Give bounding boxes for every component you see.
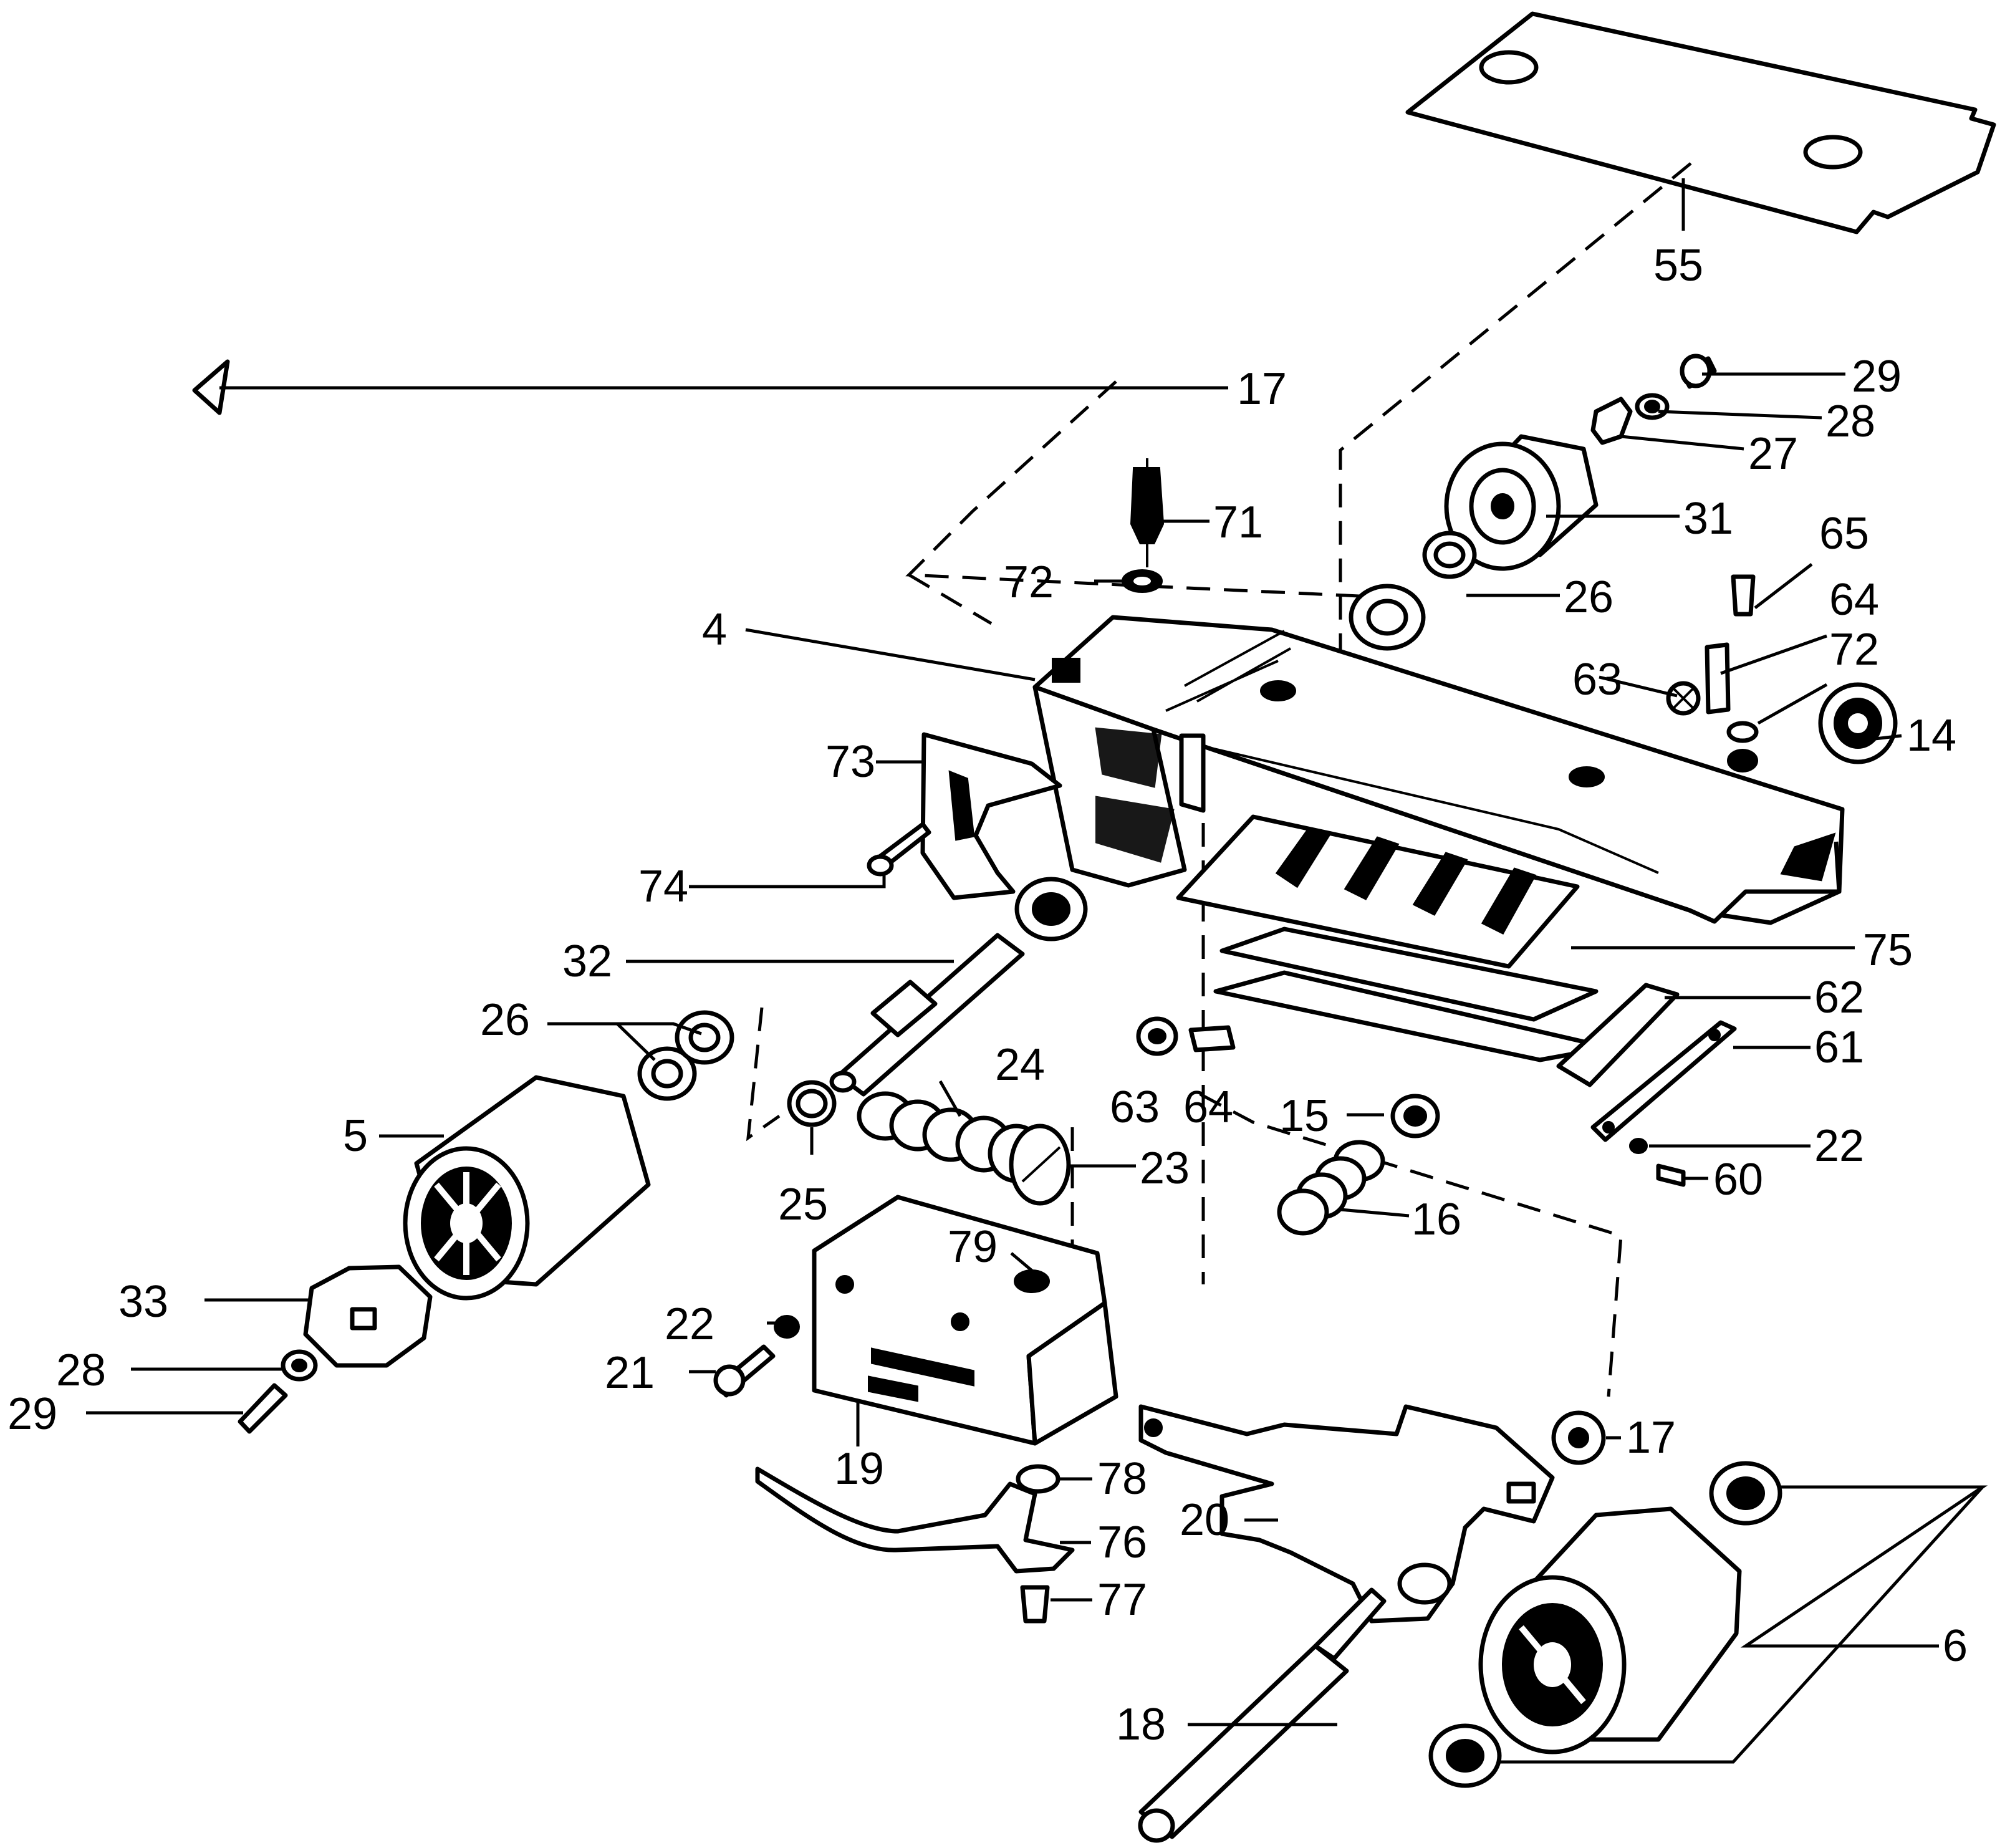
callout-71: 71: [1213, 498, 1263, 547]
callout-32: 32: [562, 936, 612, 986]
washer-25: [787, 1080, 837, 1127]
screw-60: [1656, 1163, 1686, 1187]
cover-plate-55: [1405, 11, 1996, 234]
washer-22-right: [1629, 1138, 1648, 1154]
retainer-33: [303, 1264, 433, 1368]
pressure-plate-62: [1556, 983, 1680, 1087]
callout-6: 6: [1943, 1621, 1968, 1671]
callout-22-right: 22: [1814, 1121, 1864, 1171]
screw-29-top: [1680, 354, 1717, 389]
platen-assembly-75: [1176, 814, 1611, 1062]
nut-63-top: [1666, 681, 1701, 716]
plate-64-top: [1705, 642, 1731, 715]
callout-61: 61: [1814, 1023, 1864, 1072]
callout-29-left: 29: [7, 1389, 57, 1439]
lever-arm: [755, 1466, 1075, 1574]
leader-lines: [86, 178, 1988, 1764]
plate-64-bottom: [1188, 1025, 1236, 1052]
rear-drum-5: [403, 1075, 651, 1301]
callout-27: 27: [1748, 429, 1798, 479]
cap-23: [1009, 1124, 1071, 1206]
callout-72-top: 72: [1004, 557, 1054, 607]
callout-64-top: 64: [1829, 575, 1879, 625]
callout-63-top: 63: [1572, 655, 1622, 705]
callout-73: 73: [825, 737, 875, 787]
screw-65: [1731, 574, 1756, 617]
callout-31: 31: [1683, 494, 1733, 544]
callout-79: 79: [948, 1222, 998, 1272]
callout-labels: 55 17 29 28 27 31 65 71 72 26 64 4 72 63…: [7, 241, 1968, 1749]
side-bracket-73: [920, 732, 1062, 900]
washer-28-top: [1635, 393, 1670, 420]
callout-62: 62: [1814, 973, 1864, 1023]
callout-63-bottom: 63: [1110, 1082, 1160, 1132]
cap-15: [1390, 1094, 1440, 1138]
callout-20: 20: [1180, 1495, 1229, 1545]
screw-71: [1130, 458, 1165, 567]
screw-29-left: [238, 1383, 288, 1434]
callout-18: 18: [1116, 1700, 1166, 1749]
bearing-6-bottom: [1428, 1723, 1502, 1788]
callout-26-top: 26: [1564, 572, 1613, 622]
callout-28-top: 28: [1825, 397, 1875, 446]
switch-housing-19: [812, 1195, 1118, 1446]
callout-64-bottom: 64: [1183, 1082, 1233, 1132]
callout-4: 4: [702, 605, 727, 655]
callout-21: 21: [605, 1348, 655, 1398]
callout-72-right: 72: [1829, 625, 1879, 675]
callout-65: 65: [1819, 509, 1869, 559]
callout-77: 77: [1097, 1575, 1147, 1625]
callout-15: 15: [1279, 1091, 1329, 1141]
front-drum-6: [1478, 1506, 1742, 1754]
adjusting-rod-18: [1138, 1587, 1387, 1843]
spring-16: [1277, 1140, 1385, 1236]
callout-22-left: 22: [665, 1299, 714, 1349]
callout-55: 55: [1653, 241, 1703, 291]
pressure-strip-61: [1590, 1020, 1737, 1142]
bearing-26-top: [1349, 531, 1477, 651]
roller-shaft-32: [829, 877, 1088, 1097]
callout-26-left: 26: [480, 995, 530, 1045]
callout-25: 25: [778, 1180, 828, 1230]
callout-60: 60: [1713, 1155, 1763, 1205]
callout-78: 78: [1097, 1454, 1147, 1504]
callout-14: 14: [1907, 711, 1956, 761]
callout-75: 75: [1863, 925, 1913, 975]
bearing-6-top: [1709, 1461, 1782, 1526]
callout-33: 33: [118, 1277, 168, 1327]
callout-24: 24: [995, 1040, 1045, 1090]
star-washer-17: [1551, 1410, 1606, 1465]
callout-17-bottom: 17: [1626, 1413, 1676, 1463]
washer-28-left: [281, 1349, 318, 1382]
screw-77: [1020, 1585, 1050, 1624]
callout-19: 19: [834, 1444, 884, 1494]
callout-23: 23: [1140, 1143, 1190, 1193]
callout-74: 74: [638, 862, 688, 912]
knob-14: [1818, 682, 1898, 764]
callout-29-top: 29: [1852, 352, 1902, 402]
nut-63-bottom: [1136, 1016, 1178, 1056]
washer-72-top: [1122, 569, 1163, 593]
linkage-arm-20: [1138, 1404, 1555, 1624]
washer-78: [1016, 1464, 1060, 1494]
callout-5: 5: [343, 1111, 368, 1161]
bearing-26-left: [637, 1010, 734, 1101]
callout-16: 16: [1411, 1195, 1461, 1244]
callout-76: 76: [1097, 1518, 1147, 1567]
washer-22-left: [774, 1315, 800, 1339]
callout-28-left: 28: [56, 1345, 106, 1395]
screw-74: [867, 822, 931, 877]
washer-72-right: [1726, 721, 1759, 772]
drive-pulley-31: [1444, 434, 1599, 571]
screw-21: [713, 1344, 776, 1398]
callout-17-top: 17: [1237, 364, 1287, 414]
main-housing-4: [1032, 615, 1845, 925]
